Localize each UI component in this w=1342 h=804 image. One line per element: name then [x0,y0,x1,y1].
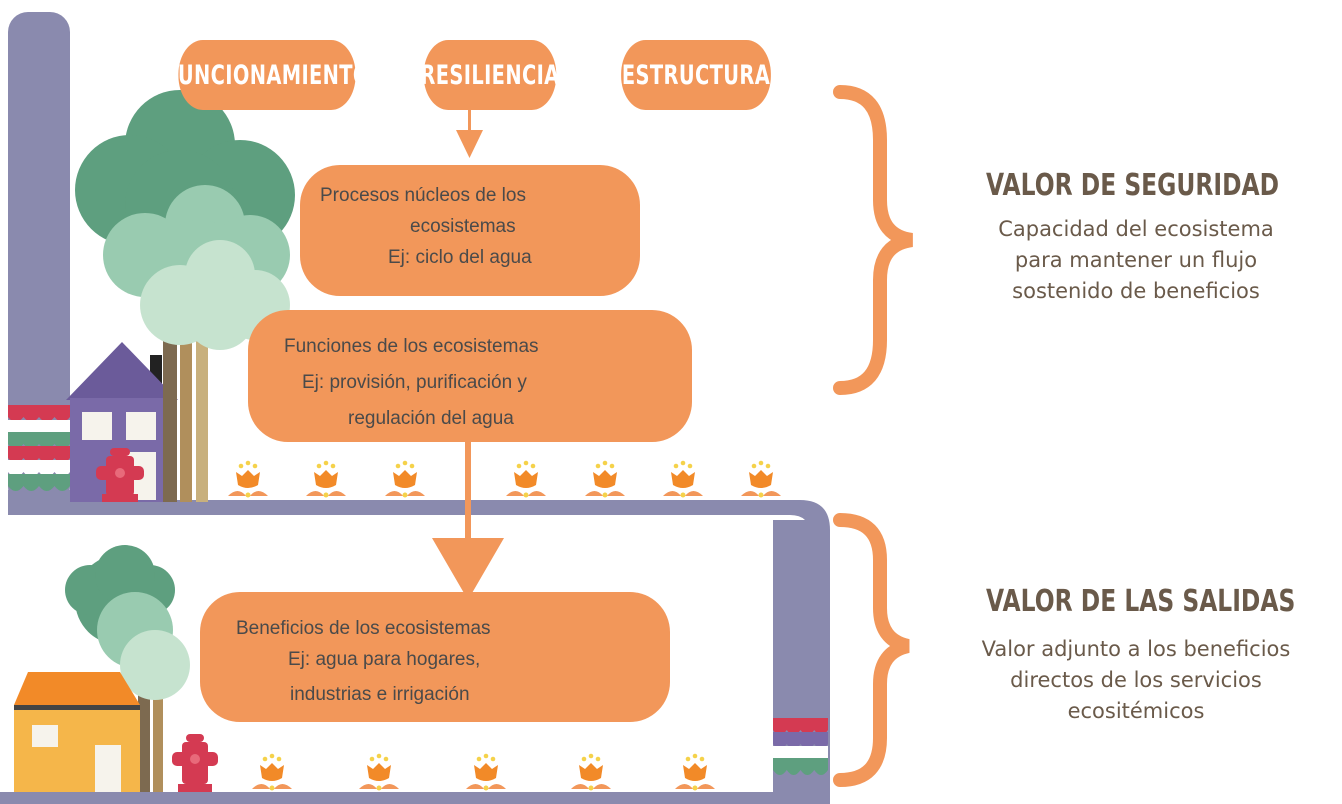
beneficios-line-3: industrias e irrigación [290,684,470,705]
desc-salidas-line-1: Valor adjunto a los beneficios [981,637,1291,661]
curly-brace-seguridad [833,85,914,395]
tulip-icon [506,460,546,498]
funciones-line-3: regulación del agua [348,408,514,429]
desc-valor-salidas: Valor adjunto a los beneficios directos … [946,634,1326,727]
tulip-icon [228,460,268,498]
fire-hydrant-icon [172,734,218,792]
label-resiliencia: RESILIENCIA [420,40,559,110]
tulip-icon [306,460,346,498]
procesos-line-2: ecosistemas [410,216,516,237]
desc-seguridad-line-2: para mantener un flujo [1014,248,1258,272]
funciones-line-1: Funciones de los ecosistemas [284,336,539,357]
procesos-line-1: Procesos núcleos de los [320,185,526,206]
beneficios-line-1: Beneficios de los ecosistemas [236,618,491,639]
desc-valor-seguridad: Capacidad del ecosistema para mantener u… [946,214,1326,307]
beneficios-line-2: Ej: agua para hogares, [288,649,481,670]
tulip-row-upper [228,460,781,498]
tulip-icon [585,460,625,498]
desc-seguridad-line-3: sostenido de beneficios [1012,279,1260,303]
fire-hydrant-icon [96,448,144,502]
tulip-icon [385,460,425,498]
box-funciones: Funciones de los ecosistemas Ej: provisi… [248,310,692,442]
label-estructura: ESTRUCTURA [621,40,771,110]
arrow-down-large [432,440,504,600]
procesos-line-3: Ej: ciclo del agua [388,247,532,268]
house-icon [66,342,178,502]
tulip-icon [466,753,506,791]
funciones-line-2: Ej: provisión, purificación y [302,372,527,393]
tulip-icon [359,753,399,791]
desc-salidas-line-2: directos de los servicios [1010,668,1262,692]
heading-valor-seguridad: VALOR DE SEGURIDAD [986,168,1280,203]
desc-salidas-line-3: ecositémicos [1067,699,1205,723]
heading-valor-salidas: VALOR DE LAS SALIDAS [986,584,1296,619]
tulip-icon [663,460,703,498]
curly-brace-salidas [833,513,910,787]
box-procesos: Procesos núcleos de los ecosistemas Ej: … [300,165,640,296]
tulip-icon [675,753,715,791]
pipe-wave-bands-right [773,718,828,775]
tree-icon [75,90,295,350]
tulip-icon [571,753,611,791]
arrow-down-small [456,110,483,158]
pipe-wave-bands-left [8,405,70,491]
tulip-row-lower [252,753,715,791]
tulip-icon [741,460,781,498]
box-beneficios: Beneficios de los ecosistemas Ej: agua p… [200,592,670,722]
tree-icon [65,545,190,792]
tulip-icon [252,753,292,791]
desc-seguridad-line-1: Capacidad del ecosistema [998,217,1274,241]
label-funcionamiento: FUNCIONAMIENTO [164,40,369,110]
house-icon [14,672,140,792]
